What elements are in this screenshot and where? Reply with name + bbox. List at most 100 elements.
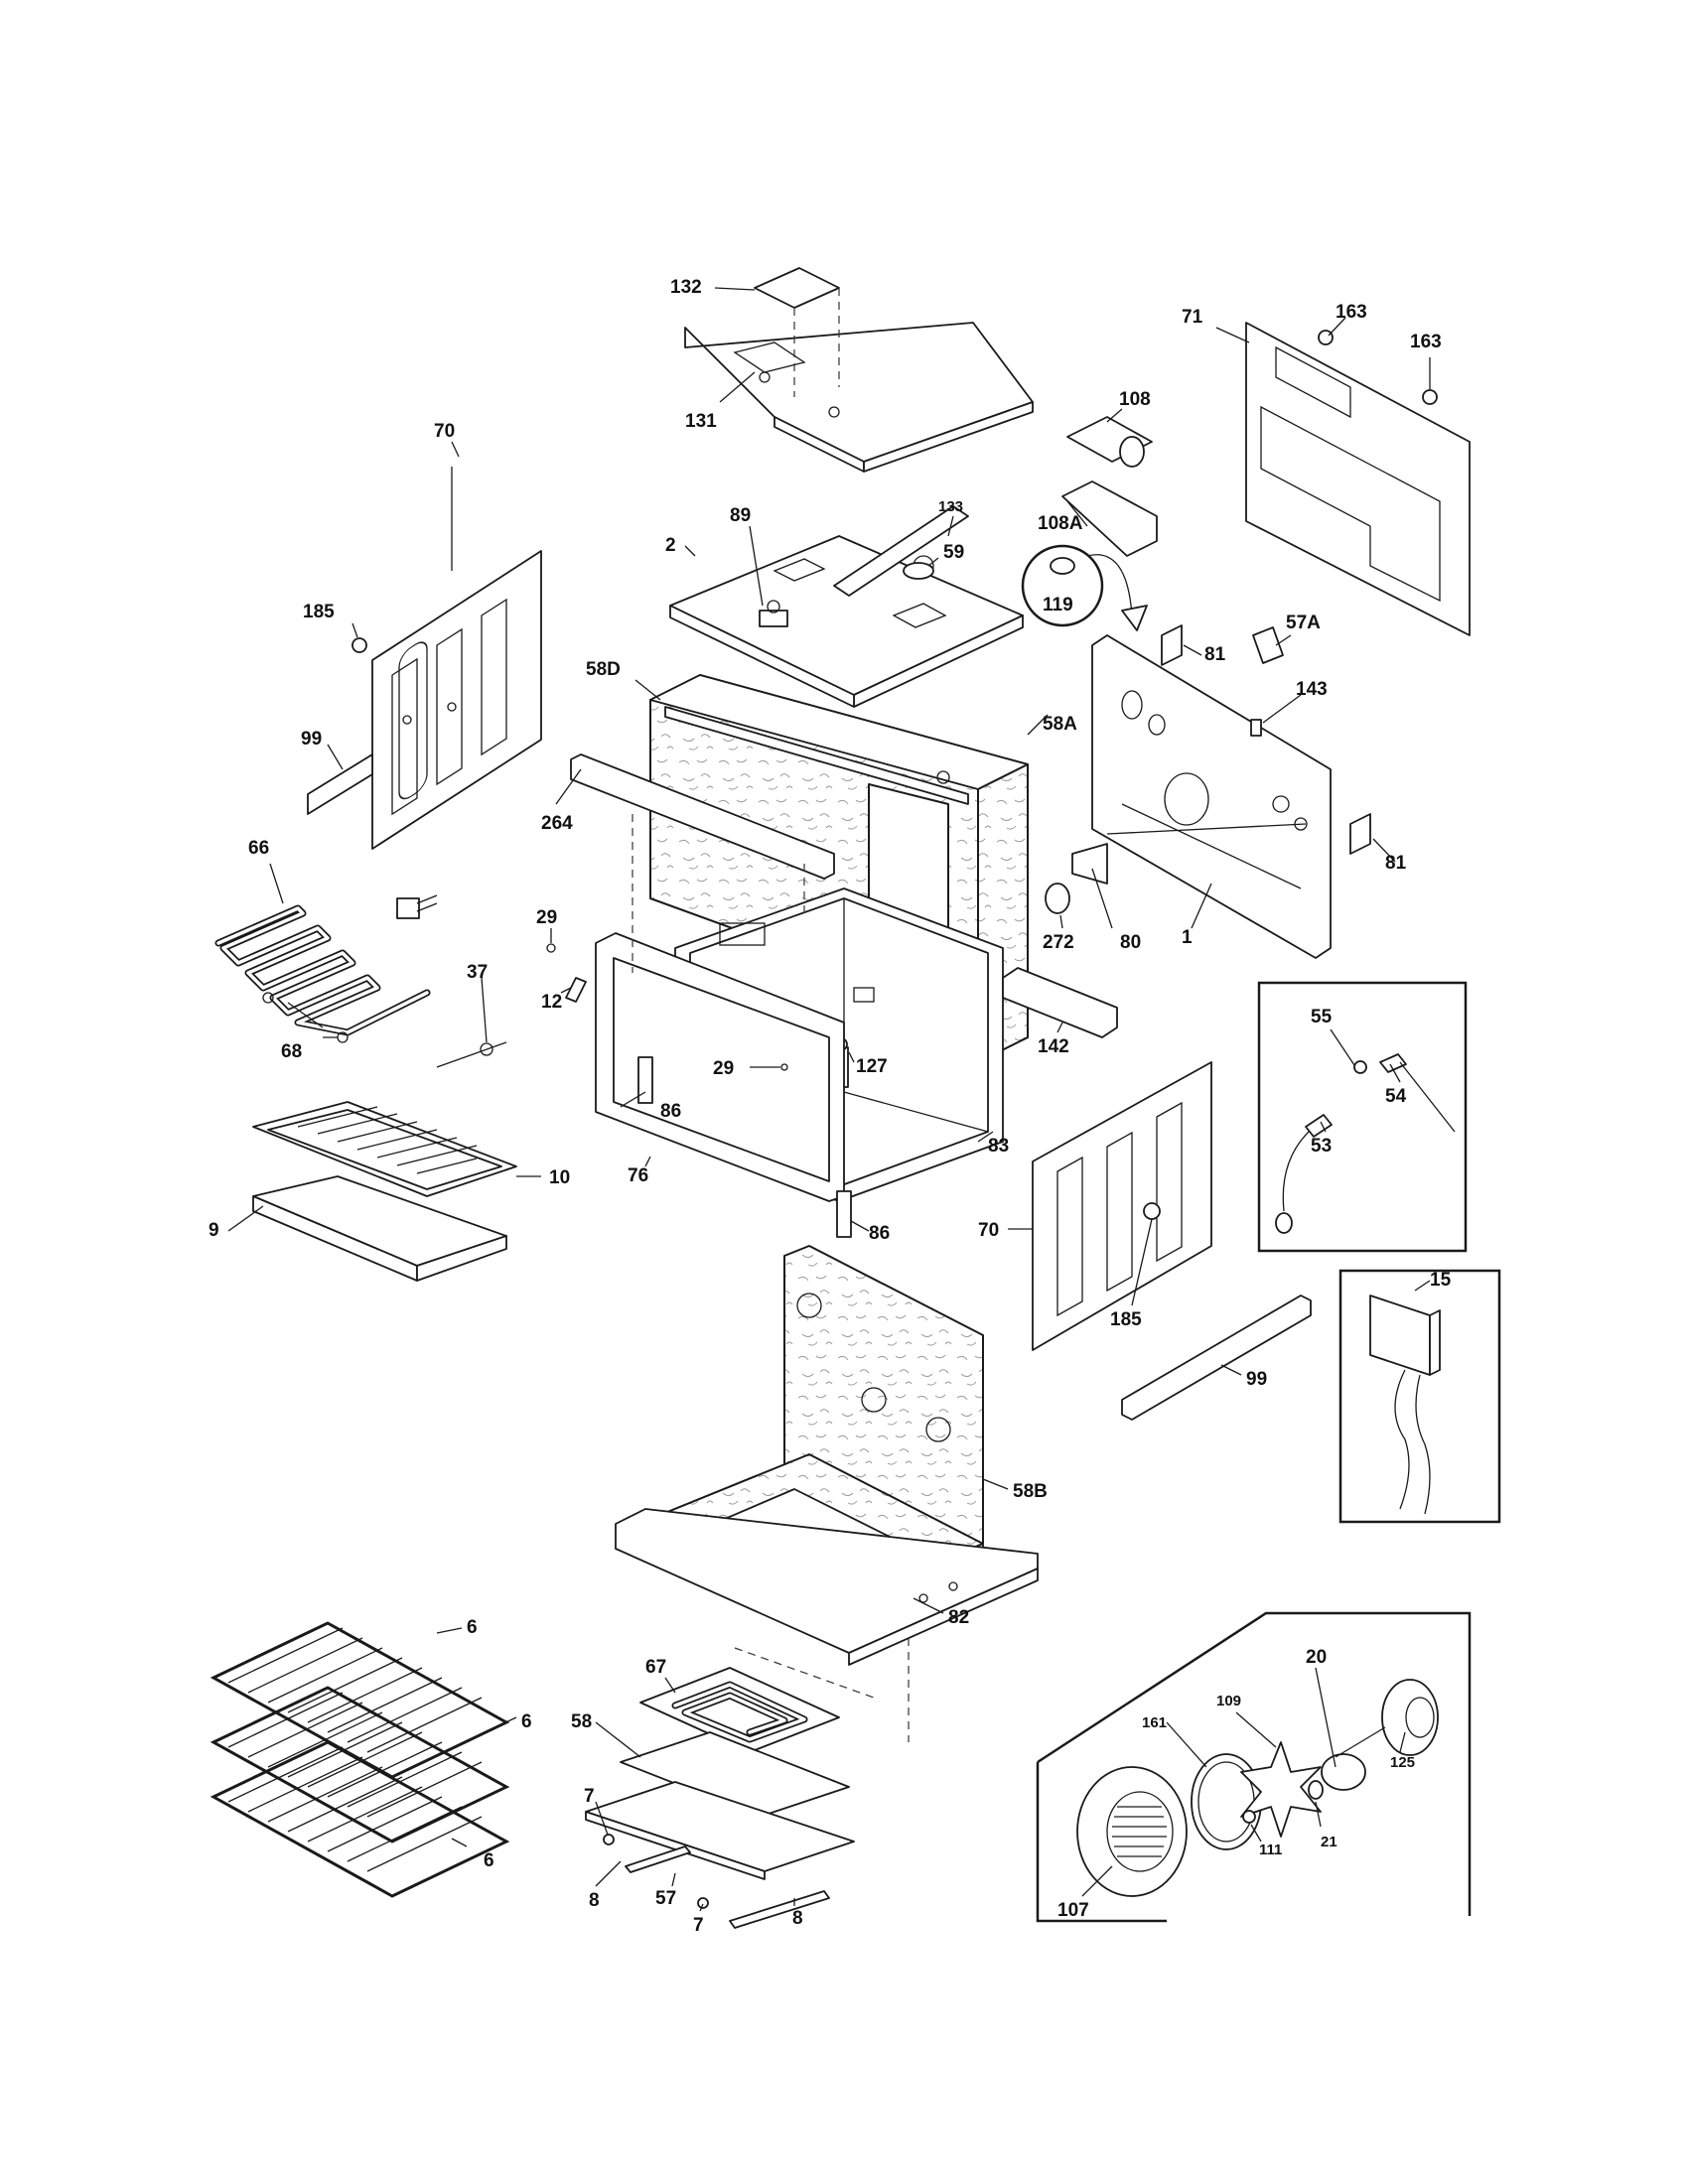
callout-2: 2	[665, 535, 676, 556]
oven-rack-6a	[210, 1621, 510, 1779]
callout-81a: 81	[1204, 644, 1226, 665]
control-detail-box	[1338, 1269, 1501, 1524]
callout-131: 131	[685, 411, 717, 432]
callout-89: 89	[730, 505, 751, 526]
callout-29b: 29	[713, 1058, 734, 1079]
callout-6a: 6	[467, 1617, 478, 1638]
callout-58B: 58B	[1013, 1481, 1048, 1502]
bracket-81a	[1161, 624, 1183, 666]
nut-111	[1242, 1810, 1256, 1824]
callout-119: 119	[1043, 595, 1073, 615]
callout-185b: 185	[1110, 1309, 1142, 1330]
trim-8b	[729, 1890, 830, 1929]
hinge-receptacle-86b	[836, 1190, 852, 1238]
vent-142	[1002, 967, 1118, 1038]
trim-8a	[625, 1845, 691, 1873]
back-panel-1	[1091, 634, 1332, 959]
callout-58D: 58D	[586, 659, 621, 680]
oven-rack-6c	[210, 1740, 510, 1898]
callout-68: 68	[281, 1041, 302, 1062]
callout-7b: 7	[693, 1915, 704, 1936]
callout-109: 109	[1216, 1693, 1241, 1709]
motor-125	[1335, 1679, 1439, 1758]
screw-7a	[603, 1834, 615, 1845]
bracket-80	[1071, 843, 1108, 885]
callout-59: 59	[943, 542, 964, 563]
probe-receptacle-12	[565, 977, 587, 1003]
callout-57: 57	[655, 1888, 676, 1909]
detail-circle-119	[1021, 544, 1148, 631]
callout-163b: 163	[1410, 332, 1442, 352]
callout-1: 1	[1182, 927, 1193, 948]
nut-163b	[1422, 389, 1438, 405]
callout-53: 53	[1311, 1136, 1332, 1157]
cover-57	[585, 1781, 855, 1880]
callout-21: 21	[1321, 1834, 1337, 1850]
callout-142: 142	[1038, 1036, 1069, 1057]
callout-76: 76	[628, 1165, 648, 1186]
callout-9: 9	[209, 1220, 219, 1241]
callout-82: 82	[948, 1607, 969, 1628]
sensor-59	[903, 562, 934, 580]
callout-12: 12	[541, 992, 562, 1013]
plate-57A	[1252, 626, 1284, 664]
callout-labels: 132 131 133 163 163 71 108 108A 89 2 59 …	[209, 277, 1452, 1936]
bracket-81b	[1349, 813, 1371, 855]
callout-70b: 70	[978, 1220, 999, 1241]
nut-163a	[1318, 330, 1334, 345]
callout-83: 83	[988, 1136, 1009, 1157]
callout-8a: 8	[589, 1890, 600, 1911]
screw-29b	[780, 1063, 788, 1071]
callout-6b: 6	[521, 1711, 532, 1732]
callout-161: 161	[1142, 1714, 1167, 1731]
callout-37: 37	[467, 962, 488, 983]
hinge-receptacle-86a	[637, 1056, 653, 1104]
probe-37	[436, 1041, 507, 1068]
callout-8b: 8	[792, 1908, 803, 1929]
callout-111: 111	[1259, 1842, 1282, 1858]
callout-272: 272	[1043, 932, 1074, 953]
front-frame-76	[595, 932, 845, 1202]
trim-264	[570, 753, 835, 880]
callout-185a: 185	[303, 602, 335, 622]
callout-7a: 7	[584, 1786, 595, 1807]
thermostat-89	[759, 600, 788, 627]
callout-80: 80	[1120, 932, 1141, 953]
nut-185b	[1143, 1202, 1161, 1220]
leader-lines	[227, 287, 1431, 1912]
fan-ring-161	[1191, 1753, 1262, 1850]
cover-plate-132	[754, 267, 840, 309]
side-panel-70-right	[1032, 1061, 1212, 1351]
callout-6c: 6	[484, 1850, 494, 1871]
callout-107: 107	[1057, 1900, 1089, 1921]
callout-20: 20	[1306, 1647, 1327, 1668]
callout-15: 15	[1430, 1270, 1452, 1291]
callout-58: 58	[571, 1711, 592, 1732]
callout-99b: 99	[1246, 1369, 1267, 1390]
callout-70a: 70	[434, 421, 455, 442]
oven-rack-6b	[210, 1686, 510, 1843]
callout-71: 71	[1182, 307, 1203, 328]
callout-108A: 108A	[1038, 513, 1083, 534]
bracket-133	[833, 505, 969, 597]
frame-82	[615, 1508, 1039, 1666]
bracket-108A	[1061, 480, 1158, 557]
callout-66: 66	[248, 838, 269, 859]
washer-21	[1308, 1780, 1324, 1800]
callout-81b: 81	[1385, 853, 1407, 874]
callout-54: 54	[1385, 1086, 1407, 1107]
callout-99a: 99	[301, 729, 322, 750]
side-panel-70-left	[371, 550, 542, 850]
broil-pan-9	[252, 1175, 507, 1282]
rear-panel-71	[1245, 322, 1471, 636]
grommet-272	[1045, 883, 1070, 914]
callout-264: 264	[541, 813, 573, 834]
callout-58A: 58A	[1043, 714, 1077, 735]
callout-57A: 57A	[1286, 613, 1321, 633]
blower-108	[1066, 416, 1153, 468]
fan-cover-107	[1076, 1766, 1188, 1897]
callout-67: 67	[645, 1657, 666, 1678]
callout-163a: 163	[1336, 302, 1367, 323]
slide-99-right	[1121, 1295, 1312, 1421]
